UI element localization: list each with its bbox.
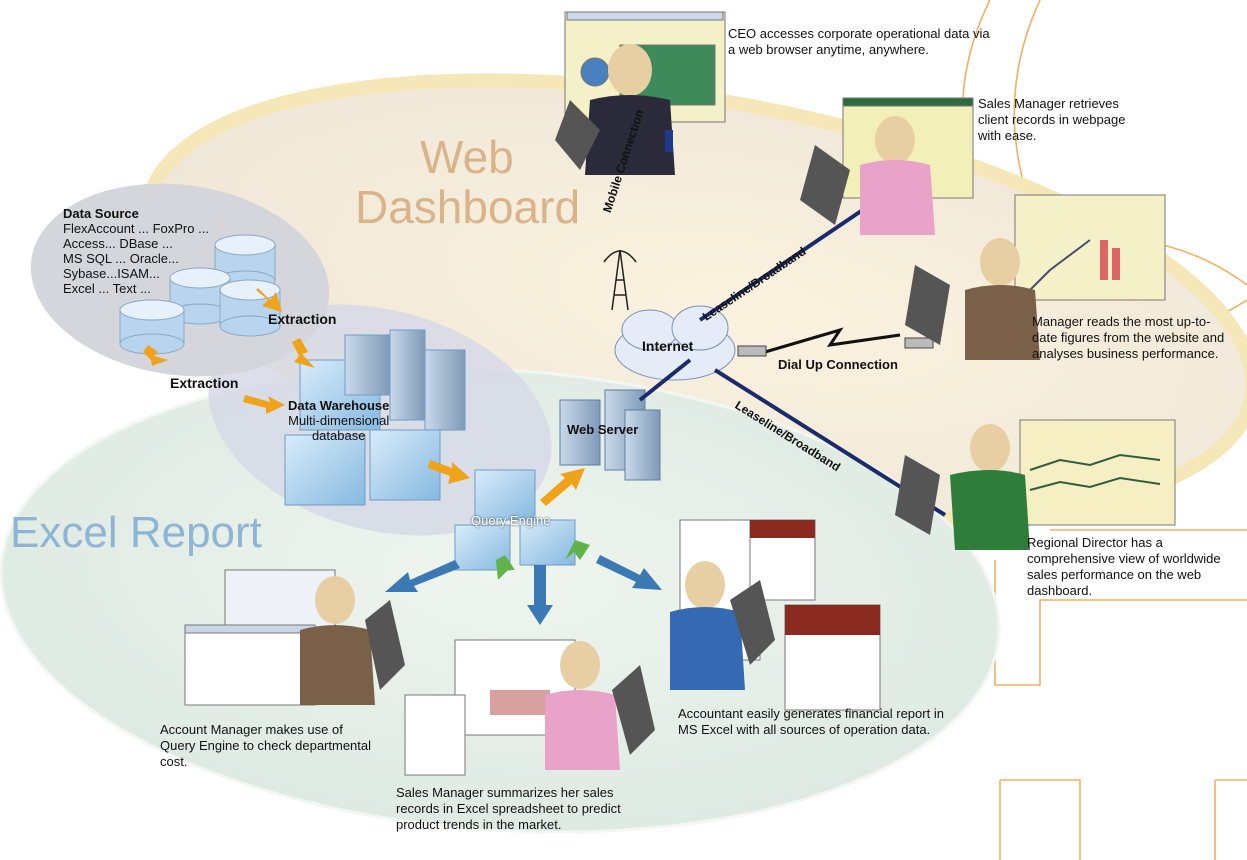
data-source-line: Sybase...ISAM...	[63, 266, 160, 281]
data-warehouse-label-line: Multi-dimensional	[288, 413, 390, 428]
internet-cloud	[614, 305, 736, 381]
excel-report-region	[0, 366, 1001, 834]
web-server-label: Web Server	[567, 422, 639, 437]
query-engine-cubes	[454, 469, 576, 571]
orange-arrows	[143, 288, 585, 506]
account-manager-caption: Account Manager makes use of Query Engin…	[160, 722, 372, 769]
data-warehouse-label: Data Warehouse Multi-dimensional databas…	[288, 398, 389, 443]
people	[300, 44, 1040, 770]
data-source-line: FlexAccount ... FoxPro ...	[63, 221, 209, 236]
ceo-caption: CEO accesses corporate operational data …	[728, 26, 990, 57]
web-server-machines	[559, 389, 661, 481]
data-source-heading: Data Source	[63, 206, 139, 221]
accountant-caption: Accountant easily generates financial re…	[678, 706, 944, 737]
blue-arrows	[385, 555, 662, 625]
database-cylinders	[119, 234, 281, 355]
web-dashboard-title-line2: Dashboard	[355, 181, 581, 233]
manager-caption: Manager reads the most up-to-date figure…	[1032, 314, 1225, 361]
extraction-label: Extraction	[170, 375, 239, 391]
warehouse-cubes	[284, 329, 466, 506]
data-source-line: Excel ... Text ...	[63, 281, 151, 296]
web-dashboard-title-line1: Web	[420, 131, 514, 183]
extraction-label: Extraction	[268, 311, 337, 327]
excel-report-title: Excel Report	[10, 508, 262, 557]
modem-left	[737, 345, 767, 357]
sales-manager-web-caption: Sales Manager retrieves client records i…	[978, 96, 1126, 143]
data-source-line: MS SQL ... Oracle...	[63, 251, 179, 266]
dial-up-line	[764, 327, 901, 354]
data-warehouse-label-line: Data Warehouse	[288, 398, 390, 413]
antenna-tower	[603, 249, 637, 311]
sales-manager-excel-caption: Sales Manager summarizes her sales recor…	[396, 785, 621, 832]
web-screenshots	[564, 11, 1176, 526]
query-engine-label: Query Engine	[471, 513, 551, 528]
data-source-line: Access... DBase ...	[63, 236, 173, 251]
dial-up-label: Dial Up Connection	[778, 357, 898, 372]
data-warehouse-label-line: database	[311, 428, 366, 443]
modem-right	[904, 337, 934, 349]
data-source-block: Data Source FlexAccount ... FoxPro ... A…	[63, 206, 209, 296]
internet-label: Internet	[642, 338, 694, 354]
regional-director-caption: Regional Director has a comprehensive vi…	[1027, 535, 1221, 598]
green-arrows	[496, 540, 590, 580]
